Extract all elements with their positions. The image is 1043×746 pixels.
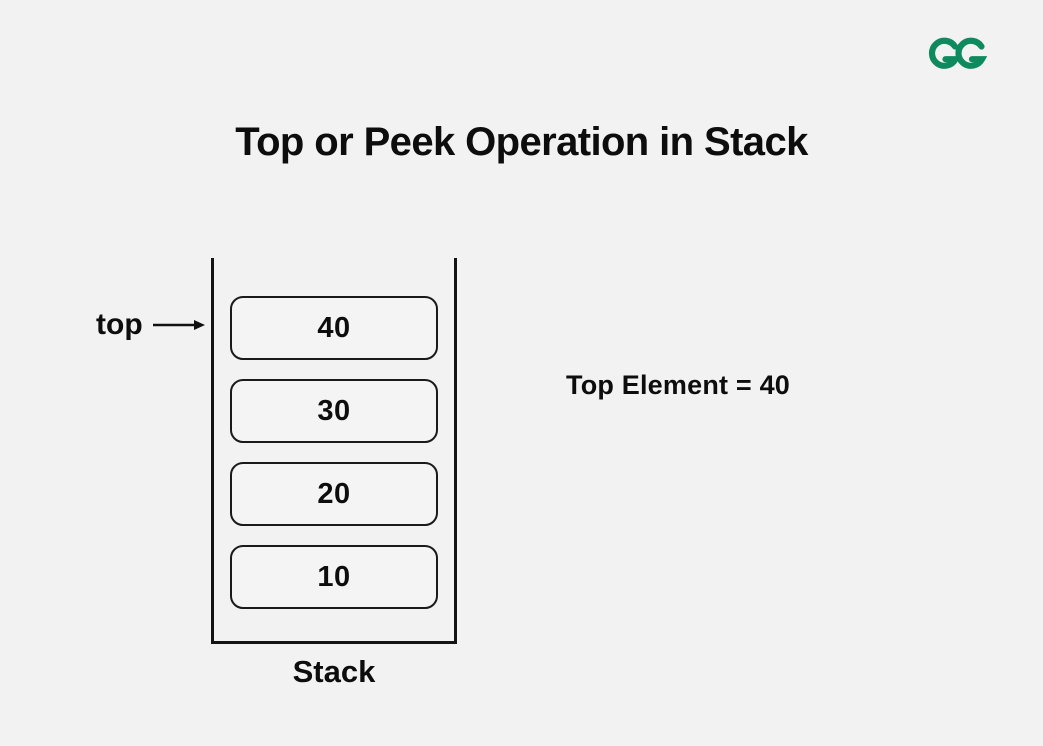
stack-cell: 20	[230, 462, 438, 526]
top-pointer: top	[96, 303, 205, 347]
stack-figure: 40 30 20 10	[211, 258, 457, 644]
stack-container	[211, 258, 457, 644]
page-title: Top or Peek Operation in Stack	[235, 120, 808, 164]
geeksforgeeks-logo	[925, 28, 1001, 76]
stack-cell: 40	[230, 296, 438, 360]
stack-caption: Stack	[292, 654, 376, 689]
stack-cell: 30	[230, 379, 438, 443]
top-pointer-label: top	[96, 308, 143, 341]
top-element-annotation: Top Element = 40	[566, 370, 791, 400]
stack-items: 40 30 20 10	[230, 296, 438, 609]
right-arrow-icon	[152, 315, 205, 335]
stack-cell: 10	[230, 545, 438, 609]
